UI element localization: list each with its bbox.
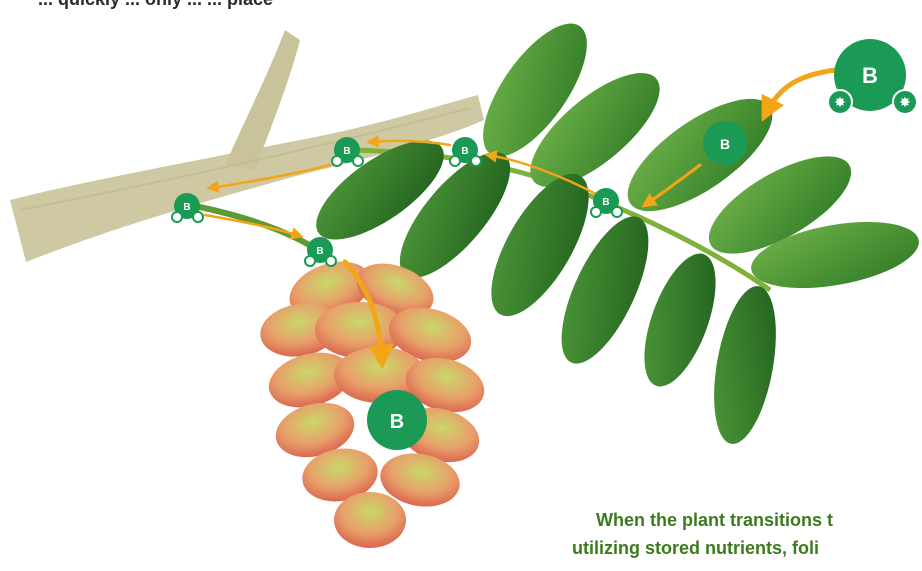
svg-text:B: B [343,146,350,157]
node-large-top: B ✸ ✸ [828,39,917,114]
svg-text:B: B [390,411,404,433]
svg-text:✸: ✸ [899,95,911,111]
caption-line-2: utilizing stored nutrients, foli [560,534,922,562]
node-leaf: B [703,121,747,165]
svg-text:B: B [602,197,609,208]
svg-text:B: B [461,146,468,157]
arrow-intake [765,70,835,115]
flower-stem [190,205,325,255]
svg-text:B: B [183,202,190,213]
node-flower-stem: B [305,237,336,266]
svg-text:B: B [862,63,878,88]
node-flower: B [367,390,427,450]
bottom-caption: When the plant transitions t utilizing s… [560,506,922,566]
node-stem-mid: B [450,137,481,166]
svg-text:B: B [316,246,323,257]
top-caption-partial: ... quickly ... only ... ... place [0,0,922,11]
caption-line-1: When the plant transitions t [560,506,922,534]
svg-text:B: B [720,136,730,152]
flower-cluster [256,251,490,548]
svg-text:✸: ✸ [834,95,846,111]
node-stem-right: B [591,188,622,217]
